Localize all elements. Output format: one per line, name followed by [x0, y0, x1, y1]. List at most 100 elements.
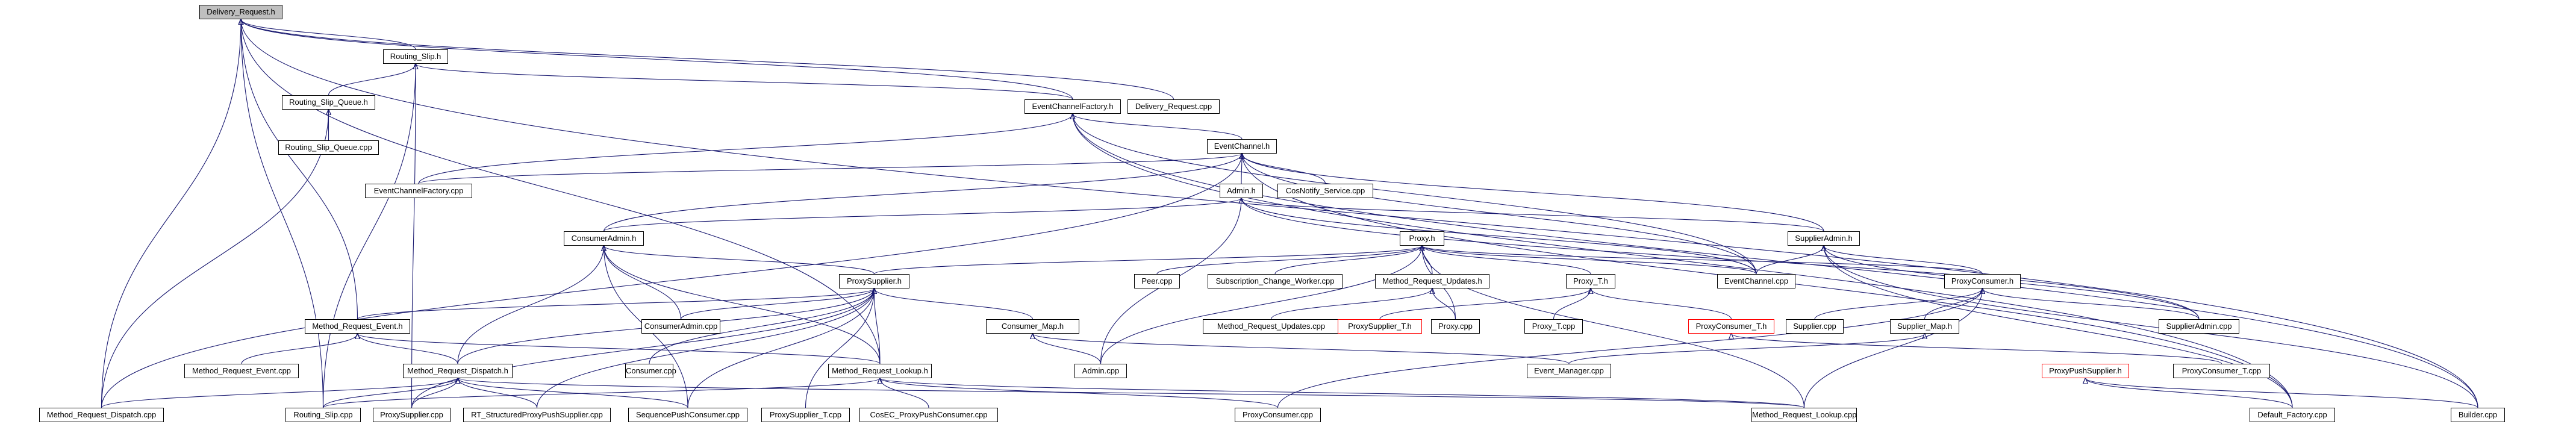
node-proxyconsumer-t-h[interactable]: ProxyConsumer_T.h	[1688, 319, 1774, 334]
edge-builder-cpp-to-delivery-request-h	[241, 19, 2478, 408]
edge-builder-cpp-to-eventchannelfactory-h	[1073, 114, 2478, 408]
edge-proxysupplier-cpp-to-method-request-dispatch-h	[411, 378, 458, 408]
edge-proxysupplier-h-to-consumeradmin-h	[604, 246, 875, 275]
node-event-manager-cpp[interactable]: Event_Manager.cpp	[1527, 364, 1611, 378]
edge-method-request-updates-cpp-to-method-request-updates-h	[1270, 288, 1433, 320]
node-method-request-lookup-h[interactable]: Method_Request_Lookup.h	[828, 364, 932, 378]
node-admin-h[interactable]: Admin.h	[1220, 184, 1263, 198]
edge-cosec-proxypushconsumer-cpp-to-method-request-lookup-h	[880, 378, 929, 408]
edge-subscription-change-worker-cpp-to-proxy-h	[1274, 246, 1422, 275]
edge-proxy-t-cpp-to-proxy-t-h	[1553, 288, 1591, 320]
node-default-factory-cpp[interactable]: Default_Factory.cpp	[2250, 408, 2335, 422]
node-proxyconsumer-h[interactable]: ProxyConsumer.h	[1944, 274, 2021, 288]
edge-admin-cpp-to-consumer-map-h	[1033, 334, 1102, 364]
node-eventchannelfactory-cpp[interactable]: EventChannelFactory.cpp	[365, 184, 472, 198]
node-eventchannelfactory-h[interactable]: EventChannelFactory.h	[1024, 99, 1121, 114]
node-method-request-event-h[interactable]: Method_Request_Event.h	[305, 319, 410, 334]
edge-routing-slip-queue-h-to-routing-slip-h	[328, 64, 416, 96]
edge-method-request-lookup-h-to-method-request-event-h	[358, 334, 881, 364]
edge-proxysupplier-t-cpp-to-proxysupplier-h	[805, 288, 875, 408]
node-supplieradmin-cpp[interactable]: SupplierAdmin.cpp	[2159, 319, 2239, 334]
edge-proxy-t-h-to-proxy-h	[1422, 246, 1591, 275]
edge-method-request-dispatch-cpp-to-delivery-request-h	[101, 19, 242, 408]
node-subscription-change-worker-cpp[interactable]: Subscription_Change_Worker.cpp	[1208, 274, 1343, 288]
edge-supplieradmin-h-to-admin-h	[1241, 198, 1824, 232]
edge-admin-cpp-to-proxy-h	[1100, 246, 1423, 364]
node-proxypushsupplier-h[interactable]: ProxyPushSupplier.h	[2042, 364, 2129, 378]
edge-default-factory-cpp-to-eventchannelfactory-h	[1073, 114, 2293, 408]
edge-eventchannel-cpp-to-admin-h	[1241, 198, 1757, 275]
edge-method-request-event-h-to-delivery-request-h	[241, 19, 358, 320]
node-proxyconsumer-t-cpp[interactable]: ProxyConsumer_T.cpp	[2173, 364, 2270, 378]
edge-delivery-request-cpp-to-delivery-request-h	[241, 19, 1174, 100]
edge-peer-cpp-to-proxy-h	[1156, 246, 1422, 275]
edge-eventchannelfactory-cpp-to-eventchannelfactory-h	[418, 114, 1073, 184]
node-eventchannel-h[interactable]: EventChannel.h	[1207, 139, 1277, 154]
edge-method-request-lookup-h-to-proxysupplier-h	[875, 288, 881, 364]
node-supplieradmin-h[interactable]: SupplierAdmin.h	[1788, 231, 1860, 246]
edge-builder-cpp-to-proxypushsupplier-h	[2086, 378, 2478, 408]
node-peer-cpp[interactable]: Peer.cpp	[1134, 274, 1180, 288]
node-method-request-updates-h[interactable]: Method_Request_Updates.h	[1375, 274, 1489, 288]
edge-proxysupplier-h-to-proxy-h	[873, 246, 1423, 275]
edge-default-factory-cpp-to-proxypushsupplier-h	[2086, 378, 2293, 408]
edge-consumeradmin-h-to-eventchannel-h	[603, 154, 1243, 232]
node-consumeradmin-cpp[interactable]: ConsumerAdmin.cpp	[641, 319, 720, 334]
node-proxy-h[interactable]: Proxy.h	[1400, 231, 1444, 246]
edge-supplier-map-h-to-proxyconsumer-h	[1924, 288, 1983, 320]
edge-method-request-dispatch-cpp-to-method-request-dispatch-h	[101, 378, 458, 408]
node-proxy-t-cpp[interactable]: Proxy_T.cpp	[1524, 319, 1583, 334]
node-routing-slip-h[interactable]: Routing_Slip.h	[383, 49, 448, 64]
edge-method-request-dispatch-cpp-to-routing-slip-queue-h	[101, 110, 329, 408]
node-admin-cpp[interactable]: Admin.cpp	[1074, 364, 1127, 378]
edge-supplier-cpp-to-proxyconsumer-h	[1814, 288, 1983, 320]
edge-method-request-lookup-cpp-to-method-request-dispatch-h	[458, 378, 1805, 408]
node-consumer-cpp[interactable]: Consumer.cpp	[625, 364, 676, 378]
edge-sequencepushconsumer-cpp-to-proxysupplier-h	[687, 288, 875, 408]
node-eventchannel-cpp[interactable]: EventChannel.cpp	[1717, 274, 1795, 288]
node-proxysupplier-h[interactable]: ProxySupplier.h	[839, 274, 909, 288]
node-routing-slip-queue-h[interactable]: Routing_Slip_Queue.h	[282, 95, 375, 110]
node-proxy-cpp[interactable]: Proxy.cpp	[1431, 319, 1480, 334]
node-proxysupplier-cpp[interactable]: ProxySupplier.cpp	[373, 408, 451, 422]
node-method-request-lookup-cpp[interactable]: Method_Request_Lookup.cpp	[1751, 408, 1857, 422]
node-delivery-request-h[interactable]: Delivery_Request.h	[199, 5, 282, 19]
node-proxy-t-h[interactable]: Proxy_T.h	[1566, 274, 1615, 288]
node-supplier-cpp[interactable]: Supplier.cpp	[1786, 319, 1844, 334]
edge-consumeradmin-h-to-admin-h	[603, 198, 1242, 232]
node-cosec-proxypushconsumer-cpp[interactable]: CosEC_ProxyPushConsumer.cpp	[859, 408, 998, 422]
node-method-request-updates-cpp[interactable]: Method_Request_Updates.cpp	[1203, 319, 1339, 334]
node-cosnotify-service-cpp[interactable]: CosNotify_Service.cpp	[1277, 184, 1373, 198]
edge-method-request-lookup-cpp-to-method-request-lookup-h	[880, 378, 1805, 408]
node-method-request-dispatch-h[interactable]: Method_Request_Dispatch.h	[403, 364, 513, 378]
node-method-request-dispatch-cpp[interactable]: Method_Request_Dispatch.cpp	[39, 408, 164, 422]
edge-event-manager-cpp-to-consumer-map-h	[1033, 334, 1570, 364]
node-method-request-event-cpp[interactable]: Method_Request_Event.cpp	[184, 364, 299, 378]
edge-eventchannelfactory-cpp-to-eventchannel-h	[418, 154, 1242, 184]
edge-routing-slip-cpp-to-method-request-lookup-h	[322, 378, 881, 408]
edge-method-request-lookup-h-to-delivery-request-h	[241, 19, 881, 364]
edge-method-request-lookup-h-to-consumeradmin-h	[604, 246, 881, 364]
node-sequencepushconsumer-cpp[interactable]: SequencePushConsumer.cpp	[628, 408, 747, 422]
edge-rt-structuredproxypushsupplier-cpp-to-proxysupplier-h	[536, 288, 875, 408]
edge-supplieradmin-cpp-to-admin-h	[1241, 198, 2200, 320]
edge-proxysupplier-cpp-to-routing-slip-h	[411, 64, 416, 408]
node-consumer-map-h[interactable]: Consumer_Map.h	[986, 319, 1079, 334]
node-proxysupplier-t-h[interactable]: ProxySupplier_T.h	[1338, 319, 1422, 334]
node-delivery-request-cpp[interactable]: Delivery_Request.cpp	[1127, 99, 1220, 114]
edge-consumer-map-h-to-proxysupplier-h	[875, 288, 1034, 320]
node-consumeradmin-h[interactable]: ConsumerAdmin.h	[564, 231, 644, 246]
node-proxyconsumer-cpp[interactable]: ProxyConsumer.cpp	[1235, 408, 1321, 422]
edge-rt-structuredproxypushsupplier-cpp-to-method-request-dispatch-h	[458, 378, 538, 408]
node-rt-structuredproxypushsupplier-cpp[interactable]: RT_StructuredProxyPushSupplier.cpp	[463, 408, 611, 422]
edge-proxyconsumer-h-to-proxy-h	[1422, 246, 1983, 275]
node-builder-cpp[interactable]: Builder.cpp	[2451, 408, 2505, 422]
edge-supplieradmin-cpp-to-proxyconsumer-h	[1983, 288, 2200, 320]
edge-supplieradmin-h-to-eventchannel-h	[1242, 154, 1824, 232]
edge-method-request-dispatch-h-to-consumeradmin-h	[457, 246, 604, 364]
node-proxysupplier-t-cpp[interactable]: ProxySupplier_T.cpp	[761, 408, 850, 422]
node-supplier-map-h[interactable]: Supplier_Map.h	[1890, 319, 1959, 334]
node-routing-slip-cpp[interactable]: Routing_Slip.cpp	[285, 408, 361, 422]
node-routing-slip-queue-cpp[interactable]: Routing_Slip_Queue.cpp	[278, 140, 379, 155]
